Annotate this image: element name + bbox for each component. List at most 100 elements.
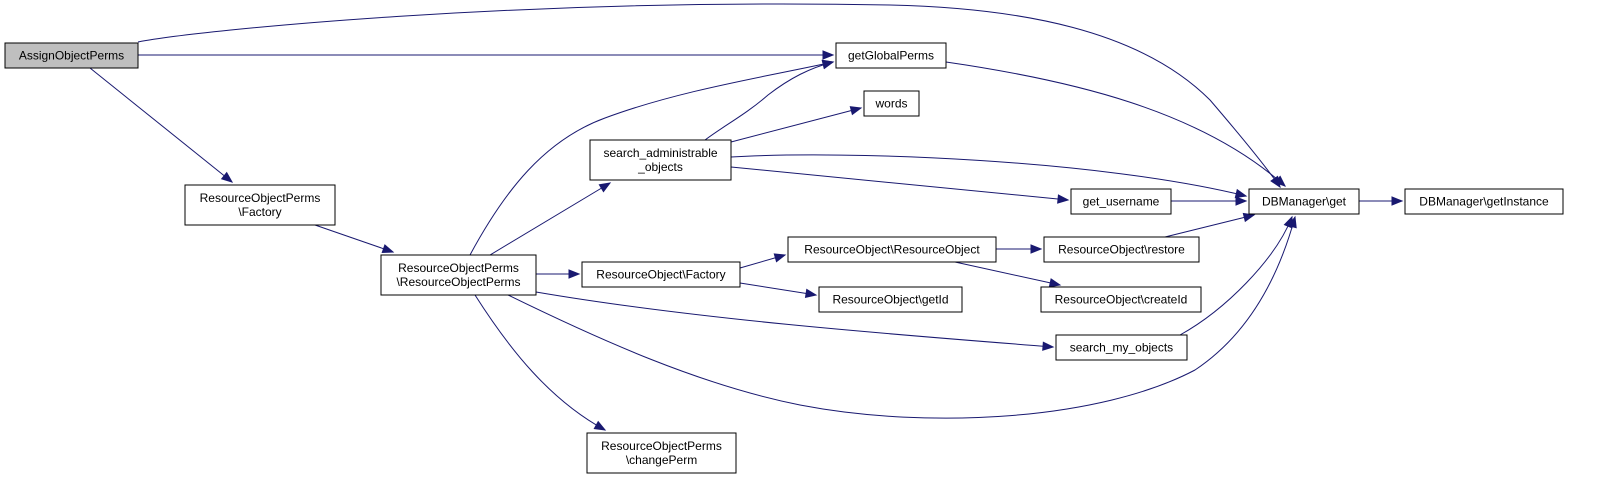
node-words[interactable]: words [863,90,920,117]
node-db_instance[interactable]: DBManager\getInstance [1404,188,1564,215]
node-box [787,236,997,263]
node-label-line: AssignObjectPerms [19,49,124,63]
node-searchAdmin[interactable]: search_administrable_objects [589,139,732,181]
edge-ro_restore-to-db_get [1164,212,1256,238]
node-search_my[interactable]: search_my_objects [1055,334,1188,361]
node-ro_getId[interactable]: ResourceObject\getId [818,286,963,313]
edge-arrowhead [593,420,607,431]
node-box [1248,188,1360,215]
edge-rop_factory-to-rop_rop [314,224,395,254]
edge-arrowhead [1235,196,1248,206]
edge-ro_ro-to-ro_restore [996,244,1043,254]
node-box [1070,188,1172,215]
edge-line [704,61,834,141]
edge-searchAdmin-to-words [730,106,863,143]
node-label-line: ResourceObjectPerms [398,261,519,275]
node-box [4,42,139,69]
node-ro_createId[interactable]: ResourceObject\createId [1040,286,1202,313]
edge-arrowhead [849,106,863,116]
edge-arrowhead [773,253,787,263]
edge-line [1179,216,1293,336]
node-label-line: ResourceObject\Factory [596,268,725,282]
node-box [184,184,336,226]
node-rop_change[interactable]: ResourceObjectPerms\changePerm [586,432,737,474]
node-ro_restore[interactable]: ResourceObject\restore [1043,236,1200,263]
node-box [1040,286,1202,313]
edge-arrowhead [822,50,835,60]
edge-line [945,61,1286,187]
node-box [1055,334,1188,361]
edge-arrowhead [381,244,395,254]
edge-line [489,182,611,256]
edge-search_my-to-db_get [1179,215,1293,336]
node-label-line: ResourceObject\createId [1055,293,1188,307]
edge-ro_ro-to-ro_createId [954,261,1062,288]
edge-searchAdmin-to-get_username [730,166,1070,204]
edge-rop_rop-to-ro_factory [536,269,581,279]
node-box [863,90,920,117]
edge-rop_rop-to-search_my [535,291,1055,351]
edge-line [137,3,1281,188]
node-label-line: getGlobalPerms [848,49,934,63]
node-label-line: \changePerm [626,453,697,467]
node-assign[interactable]: AssignObjectPerms [4,42,139,69]
edge-arrowhead [821,59,835,69]
node-label-line: \ResourceObjectPerms [396,275,520,289]
edge-arrowhead [568,269,581,279]
node-label-line: ResourceObject\ResourceObject [804,243,980,257]
node-label-line: ResourceObjectPerms [200,191,321,205]
edge-arrowhead [1048,278,1062,288]
edge-arrowhead [1234,188,1248,199]
edge-assign-to-rop_factory [89,67,234,183]
edge-arrowhead [1391,196,1404,206]
node-get_username[interactable]: get_username [1070,188,1172,215]
node-label-line: words [874,97,907,111]
edge-line [1164,214,1255,238]
edge-line [535,291,1054,348]
node-label-line: ResourceObject\getId [832,293,948,307]
edge-line [469,61,834,256]
edge-rop_rop-to-rop_change [474,294,607,431]
edge-line [730,107,862,143]
edge-line [739,282,817,296]
node-box [1043,236,1200,263]
node-label-line: search_my_objects [1070,341,1173,355]
edge-searchAdmin-to-db_get [730,154,1248,199]
node-label-line: DBManager\getInstance [1419,195,1549,209]
nodes-layer: AssignObjectPerms getGlobalPerms words sear… [4,42,1564,474]
node-getGlobalPerms[interactable]: getGlobalPerms [835,42,947,69]
edge-db_get-to-db_instance [1359,196,1404,206]
node-ro_ro[interactable]: ResourceObject\ResourceObject [787,236,997,263]
edge-arrowhead [1283,215,1293,229]
edge-line [89,67,233,183]
edge-arrowhead [1273,175,1287,187]
edge-arrowhead [1030,244,1043,254]
edge-ro_factory-to-ro_getId [739,282,818,299]
edge-arrowhead [220,171,234,183]
node-label-line: ResourceObject\restore [1058,243,1185,257]
node-box [1404,188,1564,215]
node-box [589,139,732,181]
edge-rop_rop-to-getGlobalPerms [469,59,835,256]
node-label-line: \Factory [238,205,281,219]
node-ro_factory[interactable]: ResourceObject\Factory [581,261,741,288]
edge-assign-to-getGlobalPerms [138,50,835,60]
node-label-line: ResourceObjectPerms [601,439,722,453]
edge-searchAdmin-to-getGlobalPerms [704,60,835,141]
edge-arrowhead [1042,341,1055,351]
node-label-line: get_username [1083,195,1160,209]
node-box [818,286,963,313]
edges-layer [89,3,1404,431]
edge-line [730,166,1069,201]
edge-line [507,216,1296,419]
node-rop_factory[interactable]: ResourceObjectPerms\Factory [184,184,336,226]
edge-line [954,261,1061,286]
node-label-line: search_administrable [603,146,717,160]
node-box [380,254,537,296]
edge-rop_rop-to-searchAdmin [489,182,612,256]
node-db_get[interactable]: DBManager\get [1248,188,1360,215]
edge-line [314,224,394,253]
edge-arrowhead [598,182,612,193]
node-rop_rop[interactable]: ResourceObjectPerms\ResourceObjectPerms [380,254,537,296]
